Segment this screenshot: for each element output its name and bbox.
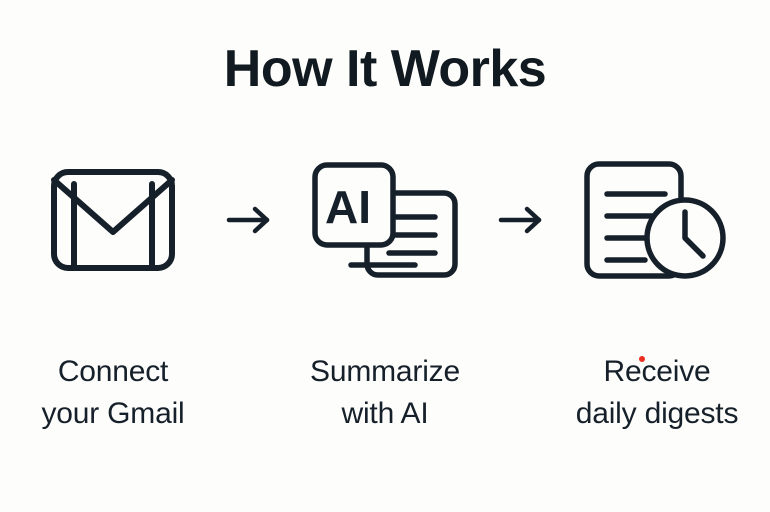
arrow-right-icon — [490, 160, 552, 280]
step-summarize-with-ai: AI Summarize with AI — [280, 160, 490, 436]
accent-dot-icon — [638, 356, 645, 362]
page-title: How It Works — [223, 40, 547, 98]
step-caption: Summarize with AI — [310, 308, 460, 436]
step-caption: Connect your Gmail — [41, 308, 184, 436]
gmail-envelope-icon — [50, 160, 176, 280]
step-connect-gmail: Connect your Gmail — [8, 160, 218, 436]
step-caption: Receive daily digests — [576, 308, 739, 478]
svg-text:AI: AI — [325, 181, 371, 233]
step-caption-text: Connect your Gmail — [41, 354, 185, 431]
arrow-right-icon — [218, 160, 280, 280]
document-clock-icon — [583, 160, 731, 280]
step-caption-text: Receive daily digests — [575, 354, 739, 431]
steps-row: Connect your Gmail — [0, 160, 770, 478]
ai-document-icon: AI — [311, 160, 459, 280]
step-receive-daily-digests: Receive daily digests — [552, 160, 762, 478]
step-caption-text: Summarize with AI — [310, 354, 460, 431]
